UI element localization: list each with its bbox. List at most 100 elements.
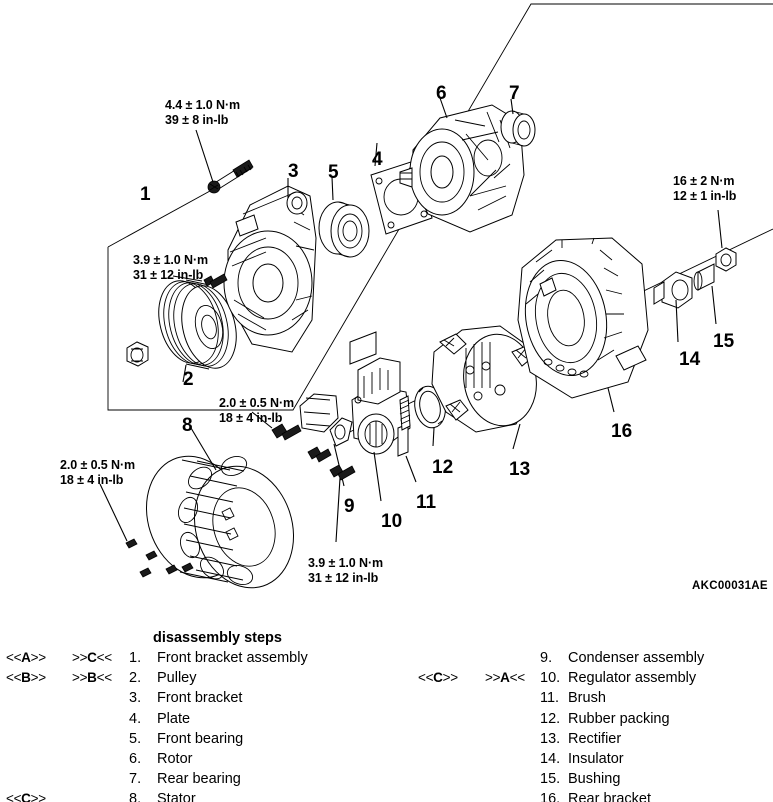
legend-row: 6.Rotor bbox=[0, 751, 400, 771]
legend-item-label: Front bearing bbox=[157, 730, 244, 747]
callout-13: 13 bbox=[509, 459, 531, 480]
callout-5: 5 bbox=[328, 162, 339, 183]
legend-item-number: 12. bbox=[540, 710, 561, 727]
part-rectifier bbox=[431, 323, 565, 450]
part-regulator-assembly bbox=[349, 331, 411, 502]
legend-row: <<C>> >>A<< 10. Regulator assembly bbox=[400, 670, 773, 690]
callout-14: 14 bbox=[679, 349, 701, 370]
legend-row: <<A>> >>C<< 1. Front bracket assembly bbox=[0, 650, 400, 670]
callout-3: 3 bbox=[288, 161, 299, 182]
part-pulley-nut bbox=[126, 341, 149, 367]
legend-item-number: 10. bbox=[540, 670, 561, 687]
callout-2: 2 bbox=[183, 369, 194, 390]
legend-item-number: 14. bbox=[540, 750, 561, 767]
legend-row: 13. Rectifier bbox=[400, 731, 773, 751]
legend-item-label: Insulator bbox=[568, 750, 624, 767]
legend-mark-before: <<B>> bbox=[6, 670, 46, 686]
callout-15: 15 bbox=[713, 331, 735, 352]
callout-4: 4 bbox=[372, 149, 383, 170]
legend-item-label: Plate bbox=[157, 710, 191, 727]
torque-spec-pulley-nut: 4.4 ± 1.0 N·m 39 ± 8 in-lb bbox=[165, 98, 241, 127]
legend-title: disassembly steps bbox=[153, 630, 282, 646]
part-stator-screws bbox=[125, 538, 194, 578]
legend-row: 14. Insulator bbox=[400, 751, 773, 771]
legend-row: 15. Bushing bbox=[400, 771, 773, 791]
legend-item-number: 2. bbox=[129, 670, 142, 687]
legend-row: 4. Plate bbox=[0, 711, 400, 731]
part-insulator bbox=[653, 271, 693, 343]
legend-mark-after: >>A<< bbox=[485, 670, 525, 686]
drawing-code: AKC00031AE bbox=[692, 580, 768, 592]
part-regulator-screws bbox=[251, 411, 302, 441]
torque-spec-rear-terminal: 16 ± 2 N·m 12 ± 1 in-lb bbox=[673, 174, 737, 203]
legend-row: 11. Brush bbox=[400, 690, 773, 710]
legend-item-label: Stator bbox=[157, 791, 196, 802]
legend-item-label: Rear bearing bbox=[157, 771, 241, 788]
part-front-bearing bbox=[318, 176, 370, 258]
torque-spec-regulator: 2.0 ± 0.5 N·m 18 ± 4 in-lb bbox=[219, 396, 295, 425]
callout-8: 8 bbox=[182, 415, 193, 436]
legend-item-number: 3. bbox=[129, 690, 142, 707]
callout-7: 7 bbox=[509, 83, 520, 104]
part-rectifier-screws bbox=[329, 464, 356, 543]
legend-item-number: 4. bbox=[129, 710, 142, 727]
part-through-bolt bbox=[195, 129, 254, 194]
legend-column-right: 9. Condenser assembly <<C>> >>A<< 10. Regulat… bbox=[400, 612, 773, 802]
legend-row: 9. Condenser assembly bbox=[400, 650, 773, 670]
legend-row: 5. Front bearing bbox=[0, 731, 400, 751]
legend-item-label: Rear bracket bbox=[568, 791, 652, 802]
legend-item-number: 15. bbox=[540, 771, 561, 788]
disassembly-steps-legend: disassembly steps <<A>> >>C<< 1. Front brac… bbox=[0, 612, 773, 802]
part-front-bracket-bolt bbox=[172, 273, 228, 289]
part-rear-bracket bbox=[517, 237, 649, 413]
legend-item-label: Bushing bbox=[568, 771, 621, 788]
legend-item-label: Brush bbox=[568, 690, 606, 707]
legend-mark-after: >>C<< bbox=[72, 650, 112, 665]
legend-row: 7. Rear bearing bbox=[0, 771, 400, 791]
part-stator bbox=[99, 427, 295, 589]
legend-mark-before: <<C>> bbox=[418, 670, 458, 686]
torque-spec-stator: 2.0 ± 0.5 N·m 18 ± 4 in-lb bbox=[60, 458, 136, 487]
torque-spec-rectifier: 3.9 ± 1.0 N·m 31 ± 12 in-lb bbox=[308, 556, 384, 585]
legend-row: 12. Rubber packing bbox=[400, 711, 773, 731]
legend-item-number: 7. bbox=[129, 771, 142, 788]
legend-item-number: 8. bbox=[129, 791, 142, 802]
part-pulley bbox=[126, 279, 237, 383]
part-rubber-packing bbox=[414, 385, 446, 447]
legend-column-left: <<A>> >>C<< 1. Front bracket assembly <<B>> >… bbox=[0, 612, 400, 802]
legend-item-label: Front bracket bbox=[157, 690, 243, 707]
legend-row: <<C>> 8. Stator bbox=[0, 791, 400, 802]
legend-row: 16. Rear bracket bbox=[400, 791, 773, 802]
legend-item-number: 1. bbox=[129, 650, 142, 666]
callout-6: 6 bbox=[436, 83, 447, 104]
part-rear-bearing bbox=[500, 98, 536, 147]
legend-item-label: Rectifier bbox=[568, 730, 622, 747]
part-rotor bbox=[399, 97, 525, 233]
legend-item-label: Regulator assembly bbox=[568, 670, 697, 687]
callout-11: 11 bbox=[416, 492, 437, 513]
callout-12: 12 bbox=[432, 457, 454, 478]
callout-16: 16 bbox=[611, 421, 633, 442]
part-front-bracket bbox=[223, 178, 317, 353]
legend-item-label: Front bracket assembly bbox=[157, 650, 308, 666]
exploded-view-drawing bbox=[99, 3, 773, 589]
callout-9: 9 bbox=[344, 496, 355, 517]
part-bushing bbox=[693, 209, 737, 325]
legend-row: <<B>> >>B<< 2. Pulley bbox=[0, 670, 400, 690]
legend-mark-after: >>B<< bbox=[72, 670, 112, 686]
legend-item-label: Condenser assembly bbox=[568, 650, 705, 666]
callout-1: 1 bbox=[140, 184, 151, 205]
legend-mark-before: <<A>> bbox=[6, 650, 46, 665]
part-condenser-assembly bbox=[299, 393, 353, 487]
legend-item-number: 9. bbox=[540, 650, 553, 666]
torque-spec-front-bracket: 3.9 ± 1.0 N·m 31 ± 12 in-lb bbox=[133, 253, 209, 282]
legend-mark-before: <<C>> bbox=[6, 791, 46, 802]
legend-item-number: 11. bbox=[540, 690, 560, 707]
callout-10: 10 bbox=[381, 511, 403, 532]
legend-item-number: 16. bbox=[540, 791, 561, 802]
legend-item-number: 13. bbox=[540, 730, 561, 747]
legend-item-label: Rubber packing bbox=[568, 710, 670, 727]
legend-item-number: 5. bbox=[129, 730, 142, 747]
legend-item-label: Pulley bbox=[157, 670, 197, 687]
